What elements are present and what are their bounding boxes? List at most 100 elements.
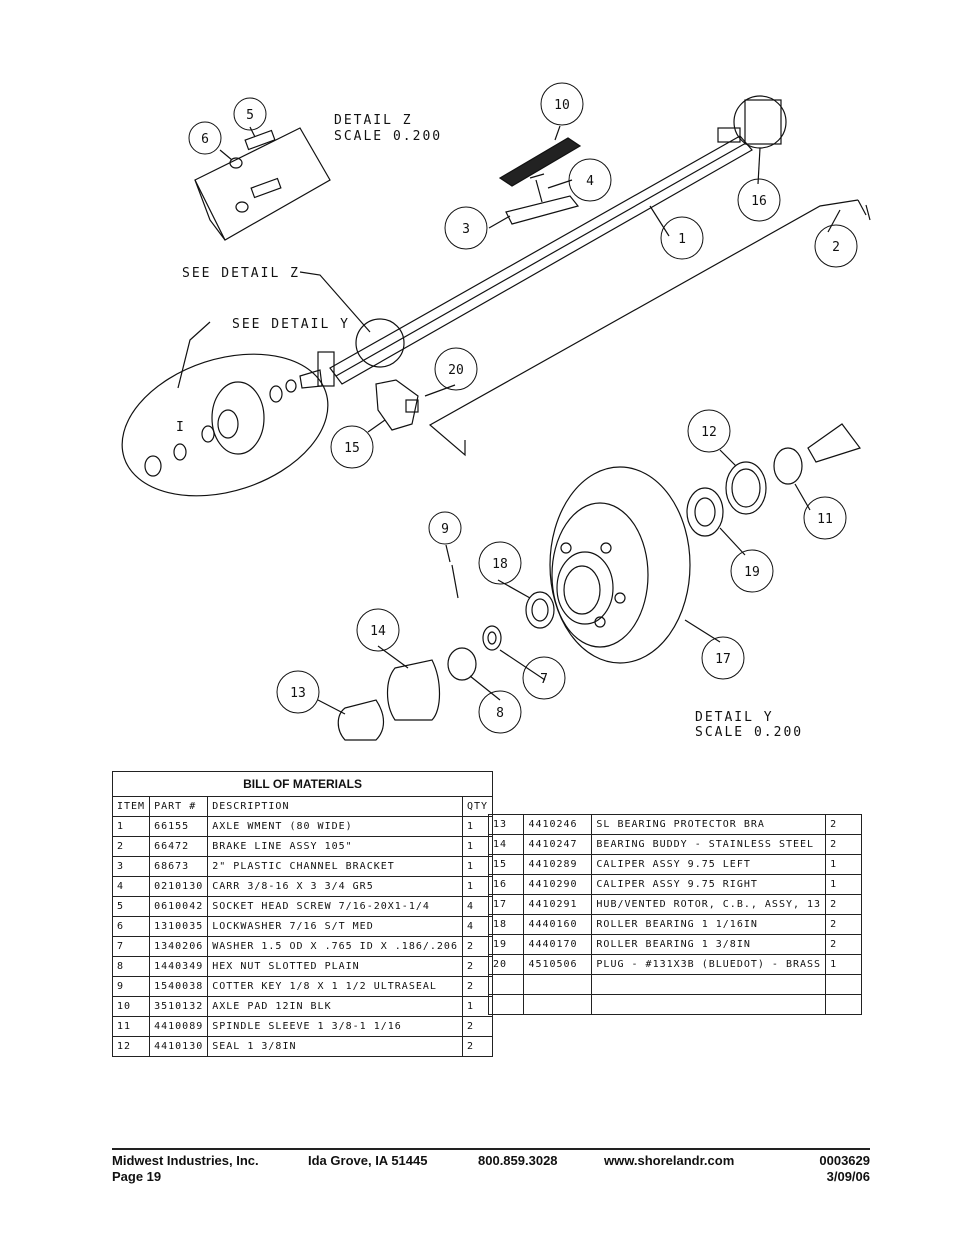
bom-title: BILL OF MATERIALS [111, 771, 494, 797]
bom-cell-part: 0210130 [149, 876, 209, 897]
callout-1: 1 [678, 232, 686, 247]
header-part: PART # [149, 796, 209, 817]
callout-13: 13 [290, 686, 306, 701]
seal-12 [725, 461, 767, 515]
header-item: ITEM [111, 796, 151, 817]
bom-cell-part: 1340206 [149, 936, 209, 957]
bom-cell-part: 0610042 [149, 896, 209, 917]
detail-y-marker: I [176, 420, 186, 435]
bom-cell-description: COTTER KEY 1/8 X 1 1/2 ULTRASEAL [207, 976, 463, 997]
bom-cell-part: 4410130 [149, 1036, 209, 1057]
bom-cell-qty: 2 [825, 934, 862, 955]
bom-cell-part: 1310035 [149, 916, 209, 937]
bom-cell-description: ROLLER BEARING 1 3/8IN [591, 934, 827, 955]
bom-cell-part: 68673 [149, 856, 209, 877]
bom-cell-description: SL BEARING PROTECTOR BRA [591, 814, 827, 835]
bom-cell-item: 18 [487, 914, 525, 935]
bom-cell-item: 20 [487, 954, 525, 975]
bom-cell-empty [487, 974, 525, 995]
right-rotor [733, 95, 787, 149]
carriage-bolt [529, 173, 545, 203]
callout-16: 16 [751, 194, 767, 209]
bom-header-row: ITEM PART # DESCRIPTION QTY [111, 796, 494, 817]
bom-cell-item: 16 [487, 874, 525, 895]
detail-z-lockwasher-upper [229, 157, 243, 169]
hub-rotor [549, 466, 691, 664]
roller-bearing-18 [525, 591, 555, 629]
bom-cell-empty [523, 974, 593, 995]
roller-bearing-19 [686, 487, 724, 537]
bom-cell-empty [487, 994, 525, 1015]
left-caliper [375, 379, 419, 431]
detail-z-scale: SCALE 0.200 [334, 129, 442, 144]
see-detail-y-label: SEE DETAIL Y [232, 317, 350, 332]
bom-cell-item: 3 [111, 856, 151, 877]
callout-11: 11 [817, 512, 833, 527]
bom-row-empty [487, 994, 862, 1015]
callout-18: 18 [492, 557, 508, 572]
bom-cell-empty [591, 974, 827, 995]
spindle-sleeve-11 [773, 447, 803, 485]
callout-7: 7 [540, 672, 548, 687]
detail-z-circle [355, 318, 405, 368]
bom-cell-item: 2 [111, 836, 151, 857]
bom-cell-part: 4410246 [523, 814, 593, 835]
detail-z-lockwasher-lower [235, 201, 249, 213]
bom-cell-item: 14 [487, 834, 525, 855]
washer-7 [482, 625, 502, 651]
bom-cell-item: 8 [111, 956, 151, 977]
detail-y-rotor [211, 381, 265, 455]
bom-cell-qty: 1 [825, 854, 862, 875]
callout-3: 3 [462, 222, 470, 237]
footer-date: 3/09/06 [826, 1169, 870, 1184]
bom-cell-part: 4510506 [523, 954, 593, 975]
callout-12: 12 [701, 425, 717, 440]
detail-z-axle-section [194, 127, 331, 241]
bom-cell-part: 3510132 [149, 996, 209, 1017]
bom-cell-qty: 2 [825, 894, 862, 915]
footer-phone: 800.859.3028 [478, 1153, 558, 1168]
bom-cell-empty [591, 994, 827, 1015]
bom-cell-description: 2" PLASTIC CHANNEL BRACKET [207, 856, 463, 877]
callout-6: 6 [201, 132, 209, 147]
see-detail-z-label: SEE DETAIL Z [182, 266, 300, 281]
axle-assembly-diagram: 1 2 3 4 5 6 7 8 9 10 11 12 13 14 15 16 1… [121, 82, 871, 741]
bom-cell-part: 4410247 [523, 834, 593, 855]
bom-cell-description: SEAL 1 3/8IN [207, 1036, 463, 1057]
callout-19: 19 [744, 565, 760, 580]
footer-page: Page 19 [112, 1169, 162, 1184]
axle-tube [329, 135, 753, 385]
bearing-buddy-14 [386, 659, 441, 721]
callout-4: 4 [586, 174, 594, 189]
detail-z-screw-upper [244, 129, 276, 151]
bom-cell-description: ROLLER BEARING 1 1/16IN [591, 914, 827, 935]
bom-title-row: BILL OF MATERIALS [111, 771, 494, 797]
spindle-end [807, 423, 861, 463]
bom-cell-qty: 1 [825, 874, 862, 895]
detail-y-scale: SCALE 0.200 [695, 725, 803, 740]
bom-cell-qty: 2 [825, 914, 862, 935]
bom-cell-item: 13 [487, 814, 525, 835]
bom-cell-empty [825, 974, 862, 995]
footer-website: www.shorelandr.com [604, 1153, 735, 1168]
bill-of-materials-table-left: BILL OF MATERIALS ITEM PART # DESCRIPTIO… [111, 771, 494, 1057]
callout-17: 17 [715, 652, 731, 667]
bom-cell-item: 19 [487, 934, 525, 955]
callout-2: 2 [832, 240, 840, 255]
bom-cell-item: 15 [487, 854, 525, 875]
footer-location: Ida Grove, IA 51445 [308, 1153, 428, 1168]
bom-cell-description: CALIPER ASSY 9.75 RIGHT [591, 874, 827, 895]
